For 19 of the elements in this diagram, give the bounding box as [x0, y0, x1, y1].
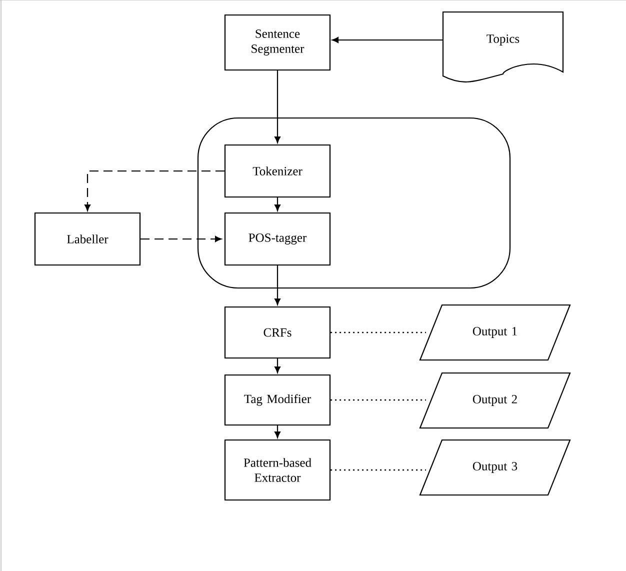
process-box: Tag Modifier: [224, 374, 331, 426]
output-parallelogram: Output 1: [419, 304, 571, 361]
arrow: [274, 198, 281, 212]
process-box: POS-tagger: [224, 212, 331, 266]
process-box: CRFs: [224, 306, 331, 359]
arrow: [274, 266, 281, 306]
process-box: Pattern-based Extractor: [224, 439, 331, 501]
group-box: [197, 117, 511, 289]
process-box: Labeller: [34, 212, 141, 266]
arrow: [274, 426, 281, 438]
output-parallelogram: Output 2: [419, 372, 571, 429]
arrow: [274, 70, 281, 144]
process-box: Sentence Segmenter: [224, 14, 331, 71]
output-parallelogram: Output 3: [419, 439, 571, 496]
arrow: [332, 36, 442, 43]
arrow: [274, 358, 281, 374]
process-box: Tokenizer: [224, 144, 331, 198]
arrow: [140, 236, 222, 242]
arrow: [84, 170, 224, 212]
